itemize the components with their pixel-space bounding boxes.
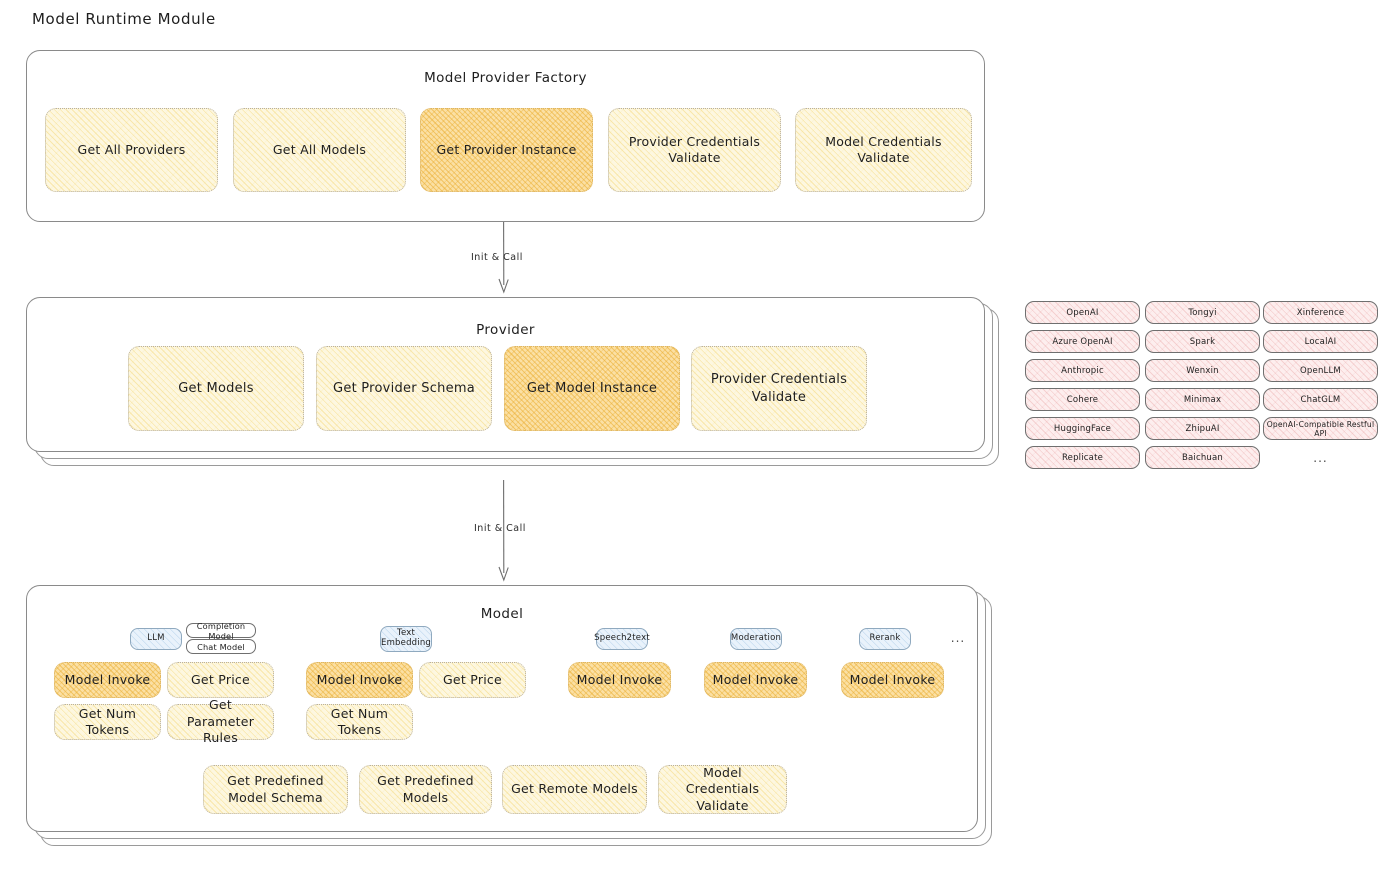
provider-node-provider-credentials-validate[interactable]: Provider Credentials Validate xyxy=(691,346,867,431)
provider-pill-xinference[interactable]: Xinference xyxy=(1263,301,1378,324)
provider-pill-cohere[interactable]: Cohere xyxy=(1025,388,1140,411)
model-type-badge-llm[interactable]: LLM xyxy=(130,628,182,650)
text-embedding-method-get-num-tokens[interactable]: Get Num Tokens xyxy=(306,704,413,740)
connector-arrow-provider-to-model xyxy=(498,480,509,582)
provider-title: Provider xyxy=(476,322,535,338)
model-type-badge-rerank[interactable]: Rerank xyxy=(859,628,911,650)
provider-pill-spark[interactable]: Spark xyxy=(1145,330,1260,353)
provider-pill-zhipuai[interactable]: ZhipuAI xyxy=(1145,417,1260,440)
provider-node-get-provider-schema[interactable]: Get Provider Schema xyxy=(316,346,492,431)
factory-node-get-provider-instance[interactable]: Get Provider Instance xyxy=(420,108,593,192)
connector-arrow-factory-to-provider xyxy=(498,222,509,294)
llm-method-get-parameter-rules[interactable]: Get Parameter Rules xyxy=(167,697,274,745)
rerank-method-model-invoke[interactable]: Model Invoke xyxy=(841,662,944,698)
provider-pill-minimax[interactable]: Minimax xyxy=(1145,388,1260,411)
model-common-get-predefined-model-schema[interactable]: Get Predefined Model Schema xyxy=(203,765,348,814)
connector-label-1: Init & Call xyxy=(471,252,523,263)
provider-pill-huggingface[interactable]: HuggingFace xyxy=(1025,417,1140,440)
provider-list-more: ... xyxy=(1313,451,1328,465)
provider-pill-openllm[interactable]: OpenLLM xyxy=(1263,359,1378,382)
model-types-more: ... xyxy=(950,631,966,645)
speech2text-method-model-invoke[interactable]: Model Invoke xyxy=(568,662,671,698)
model-common-get-remote-models[interactable]: Get Remote Models xyxy=(502,765,647,814)
provider-pill-localai[interactable]: LocalAI xyxy=(1263,330,1378,353)
model-common-get-predefined-models[interactable]: Get Predefined Models xyxy=(359,765,492,814)
provider-node-get-model-instance[interactable]: Get Model Instance xyxy=(504,346,680,431)
model-subtype-completion-model[interactable]: Completion Model xyxy=(186,621,256,641)
model-common-model-credentials-validate[interactable]: Model Credentials Validate xyxy=(658,765,787,814)
model-type-badge-speech2text[interactable]: Speech2text xyxy=(594,628,650,650)
text-embedding-method-get-price[interactable]: Get Price xyxy=(419,662,526,698)
llm-method-get-price[interactable]: Get Price xyxy=(167,662,274,698)
provider-pill-anthropic[interactable]: Anthropic xyxy=(1025,359,1140,382)
factory-node-get-all-providers[interactable]: Get All Providers xyxy=(45,108,218,192)
text-embedding-method-model-invoke[interactable]: Model Invoke xyxy=(306,662,413,698)
model-type-badge-moderation[interactable]: Moderation xyxy=(730,628,782,650)
provider-pill-azure-openai[interactable]: Azure OpenAI xyxy=(1025,330,1140,353)
provider-pill-tongyi[interactable]: Tongyi xyxy=(1145,301,1260,324)
provider-pill-openai[interactable]: OpenAI xyxy=(1025,301,1140,324)
model-subtype-chat-model[interactable]: Chat Model xyxy=(186,639,256,654)
llm-method-model-invoke[interactable]: Model Invoke xyxy=(54,662,161,698)
provider-node-get-models[interactable]: Get Models xyxy=(128,346,304,431)
provider-pill-chatglm[interactable]: ChatGLM xyxy=(1263,388,1378,411)
provider-pill-openai-compatible-restful-api[interactable]: OpenAI-Compatible Restful API xyxy=(1263,417,1378,440)
page-title: Model Runtime Module xyxy=(32,10,216,28)
factory-title: Model Provider Factory xyxy=(424,70,587,86)
provider-pill-replicate[interactable]: Replicate xyxy=(1025,446,1140,469)
connector-label-2: Init & Call xyxy=(474,523,526,534)
provider-pill-wenxin[interactable]: Wenxin xyxy=(1145,359,1260,382)
factory-node-model-credentials-validate[interactable]: Model Credentials Validate xyxy=(795,108,972,192)
factory-node-get-all-models[interactable]: Get All Models xyxy=(233,108,406,192)
model-title: Model xyxy=(480,606,524,622)
llm-method-get-num-tokens[interactable]: Get Num Tokens xyxy=(54,704,161,740)
provider-pill-baichuan[interactable]: Baichuan xyxy=(1145,446,1260,469)
model-type-badge-text-embedding[interactable]: Text Embedding xyxy=(380,626,432,652)
factory-node-provider-credentials-validate[interactable]: Provider Credentials Validate xyxy=(608,108,781,192)
moderation-method-model-invoke[interactable]: Model Invoke xyxy=(704,662,807,698)
